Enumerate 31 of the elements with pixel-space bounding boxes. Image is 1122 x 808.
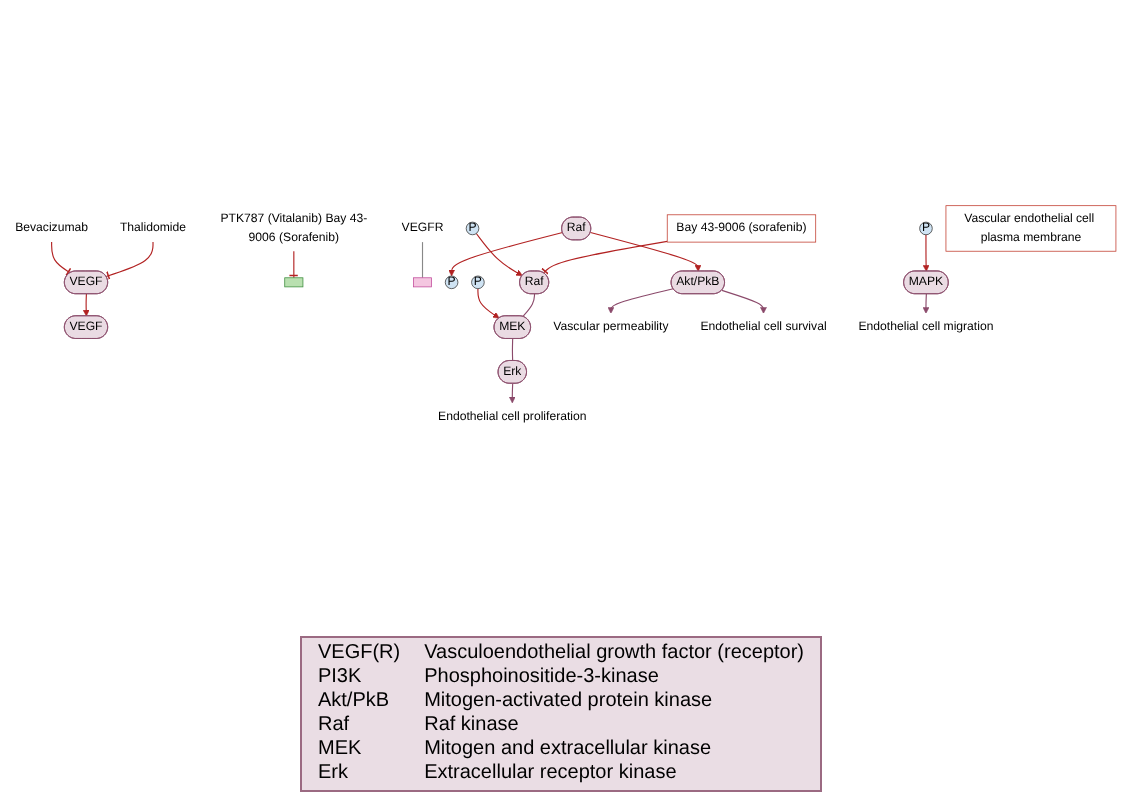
connector	[522, 293, 536, 318]
abbreviation: Erk	[317, 762, 350, 786]
arrow	[721, 289, 767, 314]
connector	[288, 250, 299, 279]
arrow	[607, 288, 674, 314]
arrow	[922, 234, 930, 272]
arrow	[922, 293, 930, 314]
abbreviation: Akt/PkB	[317, 690, 392, 714]
abbreviation: PI3K	[317, 666, 364, 690]
connector	[541, 240, 668, 275]
connector	[511, 338, 514, 362]
abbreviation: Raf	[317, 714, 352, 738]
abbreviation-meaning: Mitogen-activated protein kinase	[424, 690, 715, 714]
abbreviation-meaning: Raf kinase	[424, 714, 521, 738]
arrow	[508, 383, 516, 404]
connector	[105, 241, 154, 281]
abbreviation: VEGF(R)	[317, 642, 401, 666]
abbreviation-meaning: Mitogen and extracellular kinase	[424, 738, 714, 762]
arrow	[448, 231, 564, 277]
abbreviation-meaning: Extracellular receptor kinase	[424, 762, 679, 786]
node-bar	[413, 277, 432, 288]
abbreviation-meaning: Phosphoinositide-3-kinase	[424, 666, 661, 690]
arrow	[82, 293, 90, 317]
arrow	[475, 232, 523, 277]
connector	[51, 241, 72, 277]
node-bar	[284, 277, 304, 288]
abbreviation-meaning: Vasculoendothelial growth factor (receptor)	[424, 642, 805, 666]
abbreviation: MEK	[317, 738, 364, 762]
arrow	[477, 288, 500, 319]
arrow	[589, 232, 702, 272]
connector	[421, 241, 424, 279]
